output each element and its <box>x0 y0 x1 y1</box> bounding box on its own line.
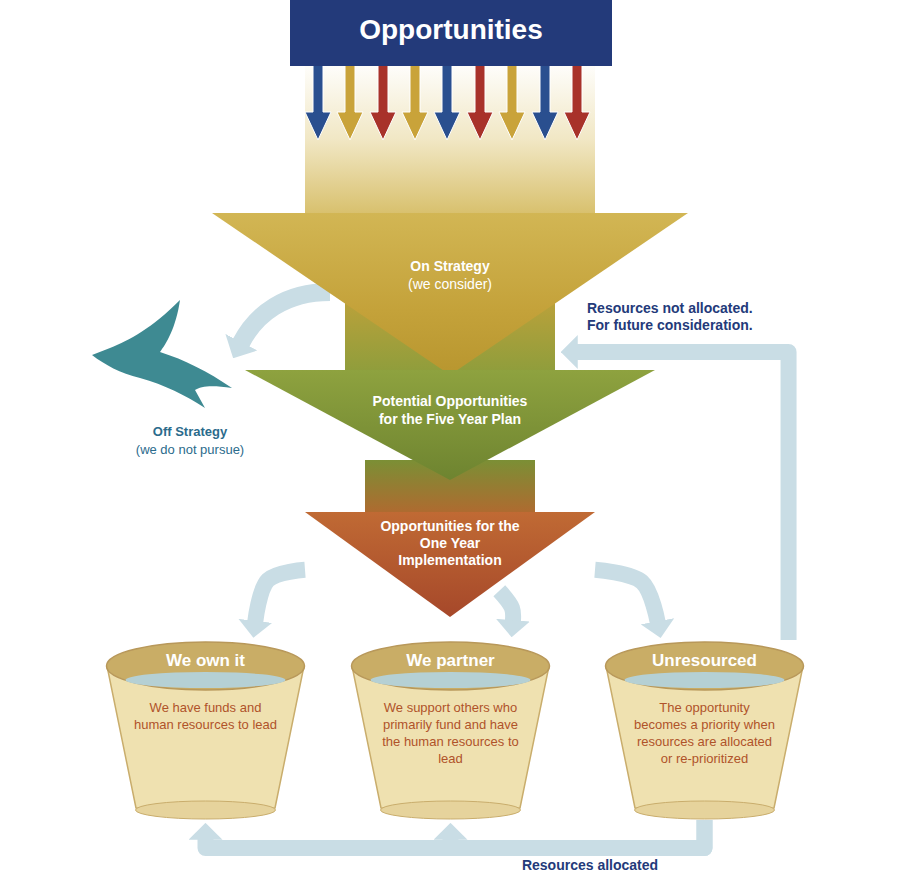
flow-arrow <box>499 591 513 621</box>
node-content: We own it We have funds and human resourc… <box>103 640 308 733</box>
bucket-heading: Unresourced <box>602 652 807 669</box>
bucket-heading: We own it <box>103 652 308 669</box>
opportunity-arrow <box>434 64 460 140</box>
node-content: UnresourcedThe opportunity becomes a pri… <box>602 640 807 767</box>
off-strategy-label: Off Strategy <box>110 423 270 440</box>
off-strategy-arrow <box>241 292 330 343</box>
opportunity-arrow <box>532 64 558 140</box>
bucket-water <box>126 672 286 688</box>
flow-arrow <box>206 820 705 848</box>
funnel-stage: Opportunities for the One Year Implement… <box>305 512 595 617</box>
funnel-stage: Potential Opportunities for the Five Yea… <box>245 370 655 480</box>
opportunity-arrow <box>305 64 331 140</box>
opportunity-arrow <box>467 64 493 140</box>
stage-note: (we consider) <box>340 275 560 293</box>
node-content: Opportunities <box>290 0 612 47</box>
flow-arrow <box>255 570 305 622</box>
opportunity-arrow <box>402 64 428 140</box>
bucket-text: The opportunity becomes a priority when … <box>632 699 777 767</box>
node-content: Potential Opportunities for the Five Yea… <box>373 370 528 428</box>
bucket-text: We support others who primarily fund and… <box>378 699 523 767</box>
bar-title: Opportunities <box>290 13 612 47</box>
bucket-heading: We partner <box>348 652 553 669</box>
triangle-fill <box>212 213 688 375</box>
bucket-base <box>635 801 775 819</box>
bird-illustration <box>92 300 232 408</box>
flow-arrow <box>595 570 658 622</box>
flow-label: Resources not allocated. For future cons… <box>585 300 775 334</box>
opportunity-arrow <box>337 64 363 140</box>
title-bar: Opportunities <box>290 0 612 66</box>
node-content: We partner We support others who primaril… <box>348 640 553 767</box>
bucket: We own it We have funds and human resourc… <box>103 640 308 820</box>
flow-arrow <box>577 352 789 640</box>
stage-heading: On Strategy <box>340 257 560 275</box>
bucket-water <box>371 672 531 688</box>
funnel-stage: On Strategy(we consider) <box>212 213 688 375</box>
stage-heading: Opportunities for the One Year Implement… <box>375 518 525 569</box>
bucket-water <box>625 672 785 688</box>
node-content: Opportunities for the One Year Implement… <box>375 512 525 569</box>
node-content: On Strategy(we consider) <box>340 213 560 293</box>
opportunity-arrow <box>564 64 590 140</box>
flow-label: Resources allocated <box>505 857 675 874</box>
opportunity-arrows <box>305 64 590 140</box>
stage-heading: Potential Opportunities for the Five Yea… <box>373 392 528 428</box>
opportunity-arrow <box>499 64 525 140</box>
funnel-triangle <box>212 213 688 375</box>
bucket-text: We have funds and human resources to lea… <box>133 699 278 733</box>
bucket: We partner We support others who primaril… <box>348 640 553 820</box>
funnel-glow <box>305 60 595 220</box>
bucket-base <box>136 801 276 819</box>
bucket-base <box>381 801 521 819</box>
triangle-fill <box>305 512 595 617</box>
opportunity-arrow <box>370 64 396 140</box>
off-strategy-label: (we do not pursue) <box>110 441 270 458</box>
triangle-fill <box>245 370 655 480</box>
bucket: UnresourcedThe opportunity becomes a pri… <box>602 640 807 820</box>
